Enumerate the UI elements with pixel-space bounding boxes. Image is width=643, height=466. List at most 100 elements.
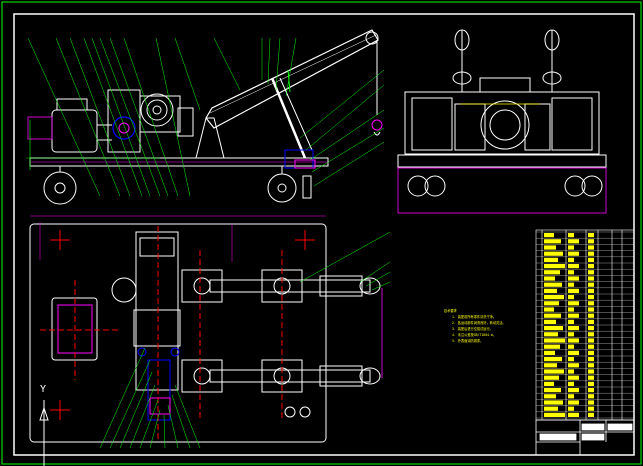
front-wheel-right [267,173,297,203]
parts-row-material [568,412,579,417]
side-base [397,154,607,168]
parts-row-name [544,251,563,256]
front-wheel-left [43,171,77,205]
parts-row-name [544,388,561,393]
tech-note-2: 2. 各运动部件润滑良好，转动灵活。 [452,320,506,325]
parts-row-qty [588,412,594,417]
parts-row-qty [588,350,594,355]
parts-row-name [544,338,565,343]
parts-row-qty [588,301,594,306]
parts-row-material [568,264,579,269]
plan-frame [29,223,327,443]
parts-row-name [544,332,558,337]
front-strut [270,77,307,159]
tech-note-4: 4. 未注公差按GB/T1804-m。 [452,332,496,337]
tech-notes-heading: 技术要求 [444,308,458,313]
parts-row-qty [588,270,594,275]
parts-row-material [568,363,579,368]
front-boom [205,29,379,129]
tech-notes: 技术要求 1. 装配前所有零件清洗干净。 2. 各运动部件润滑良好，转动灵活。 … [444,308,506,343]
parts-row-material [568,326,579,331]
parts-row-name [544,276,555,281]
parts-row-name [544,301,559,306]
parts-row-name [544,344,560,349]
plan-view [29,215,383,443]
parts-row-name [544,257,558,262]
parts-row-material [568,251,579,256]
parts-row-material [568,338,579,343]
parts-row-qty [588,313,594,318]
parts-row-name [544,400,563,405]
parts-row-name [544,350,555,355]
parts-row-material [568,239,579,244]
parts-row-material [568,233,574,238]
tech-note-1: 1. 装配前所有零件清洗干净。 [452,314,496,319]
parts-row-name [544,319,556,324]
tech-note-5: 5. 外表面涂防锈漆。 [452,338,483,343]
parts-row-material [568,357,574,362]
parts-row-name [544,381,554,386]
parts-row-material [568,288,579,293]
axis-y-label: Y [40,384,46,395]
parts-row-name [544,369,564,374]
parts-row-material [568,295,574,300]
parts-row-material [568,301,579,306]
parts-row-qty [588,394,594,399]
parts-row-name [544,363,557,368]
parts-row-name [544,394,556,399]
parts-row-material [568,307,574,312]
parts-row-qty [588,326,594,331]
parts-row-name [544,406,558,411]
front-drum [140,93,174,127]
parts-row-material [568,350,579,355]
plan-drum [135,231,179,391]
parts-row-qty [588,369,594,374]
sheet-border-inner [13,13,635,456]
parts-row-qty [588,264,594,269]
parts-row-qty [588,239,594,244]
front-leaders [27,37,385,197]
parts-row-material [568,245,574,250]
parts-list-rows [536,231,634,419]
side-drum [480,100,530,150]
parts-row-material [568,282,574,287]
plan-axle-lower [209,369,371,383]
parts-row-name [544,307,554,312]
parts-row-qty [588,251,594,256]
parts-row-material [568,388,579,393]
parts-row-material [568,319,574,324]
parts-row-name [544,326,563,331]
parts-row-name [544,412,565,417]
parts-row-qty [588,257,594,262]
parts-row-material [568,257,574,262]
front-column [195,117,225,159]
parts-row-qty [588,375,594,380]
parts-row-material [568,381,574,386]
parts-row-qty [588,381,594,386]
parts-row-qty [588,319,594,324]
parts-row-name [544,270,560,275]
parts-row-qty [588,357,594,362]
front-motor [51,109,98,153]
parts-row-material [568,394,574,399]
parts-row-material [568,313,579,318]
parts-row-qty [588,406,594,411]
title-block [535,419,635,456]
parts-row-material [568,375,579,380]
parts-row-material [568,332,574,337]
tech-note-3: 3. 装配后进行空载试运行。 [452,326,493,331]
parts-row-material [568,369,574,374]
parts-row-qty [588,338,594,343]
parts-row-material [568,406,574,411]
front-view [26,29,383,205]
parts-row-qty [588,332,594,337]
side-view [397,29,607,214]
parts-row-name [544,288,557,293]
parts-row-name [544,295,564,300]
parts-row-qty [588,288,594,293]
ucs-icon [39,400,49,466]
parts-row-qty [588,282,594,287]
plan-leaders [99,231,391,449]
